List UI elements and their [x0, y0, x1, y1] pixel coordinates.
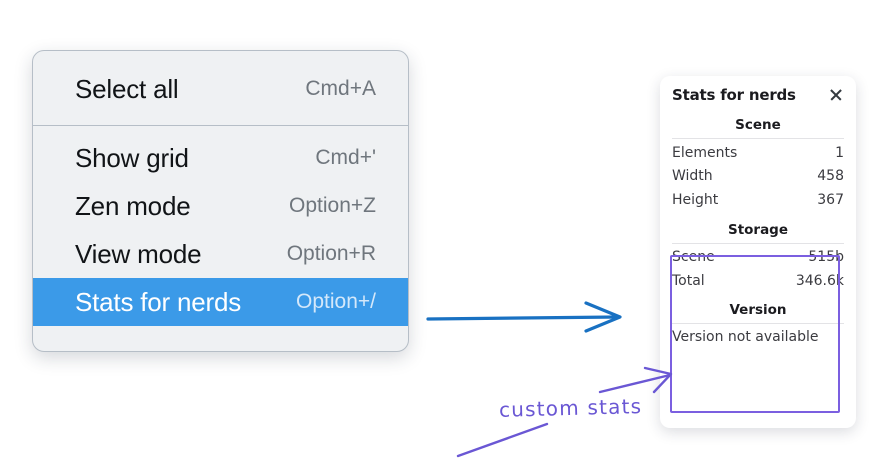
menu-item-shortcut: Cmd+'	[315, 146, 376, 169]
menu-item-label: Zen mode	[75, 190, 191, 221]
section-divider	[672, 242, 844, 244]
stats-row-elements: Elements 1	[672, 141, 844, 165]
stats-row-value: 367	[817, 192, 844, 209]
section-heading-version: Version	[729, 302, 787, 319]
menu-item-show-grid[interactable]: Show grid Cmd+'	[33, 134, 408, 182]
menu-item-label: View mode	[75, 238, 202, 269]
stats-row-key: Height	[672, 192, 719, 209]
custom-stats-annotation-label: custom stats	[498, 394, 643, 422]
menu-item-label: Show grid	[75, 142, 189, 173]
menu-item-select-all[interactable]: Select all Cmd+A	[33, 65, 408, 113]
stats-row-value: 1	[835, 144, 844, 161]
stats-row-height: Height 367	[672, 189, 844, 213]
stats-row-key: Width	[672, 168, 713, 185]
stats-row-value: 515b	[808, 249, 844, 266]
close-icon[interactable]	[828, 87, 844, 103]
section-heading-storage: Storage	[727, 221, 789, 238]
menu-separator	[33, 125, 408, 126]
stats-row-value: 458	[817, 168, 844, 185]
section-heading-scene: Scene	[735, 117, 781, 133]
stats-row-storage-scene: Scene 515b	[672, 246, 844, 270]
stats-row-version-value: Version not available	[672, 329, 819, 346]
section-divider	[672, 323, 844, 325]
menu-item-stats-for-nerds[interactable]: Stats for nerds Option+/	[33, 278, 408, 326]
menu-item-zen-mode[interactable]: Zen mode Option+Z	[33, 182, 408, 230]
menu-item-shortcut: Option+R	[286, 242, 376, 265]
context-menu[interactable]: Select all Cmd+A Show grid Cmd+' Zen mod…	[32, 50, 409, 352]
menu-item-label: Stats for nerds	[75, 286, 242, 317]
purple-underline-stroke	[456, 422, 549, 458]
stats-row-value: 346.6k	[795, 273, 844, 290]
stats-row-key: Scene	[672, 249, 715, 266]
stats-row-key: Elements	[672, 144, 738, 161]
stats-row-key: Total	[672, 273, 705, 290]
menu-item-shortcut: Option+/	[296, 290, 376, 313]
stats-row-storage-total: Total 346.6k	[672, 270, 844, 294]
context-menu-section-2: Show grid Cmd+' Zen mode Option+Z View m…	[33, 126, 408, 334]
stats-panel[interactable]: Stats for nerds Scene Elements 1 Width 4…	[660, 76, 856, 428]
menu-item-label: Select all	[75, 73, 179, 104]
blue-arrow	[426, 301, 622, 333]
menu-item-view-mode[interactable]: View mode Option+R	[33, 230, 408, 278]
stats-panel-header: Stats for nerds	[672, 86, 844, 104]
section-divider	[672, 138, 844, 139]
stats-panel-title: Stats for nerds	[672, 86, 796, 104]
menu-item-shortcut: Option+Z	[289, 194, 376, 217]
context-menu-section-1: Select all Cmd+A	[33, 51, 408, 125]
stats-row-width: Width 458	[672, 165, 844, 189]
menu-item-shortcut: Cmd+A	[305, 77, 376, 100]
